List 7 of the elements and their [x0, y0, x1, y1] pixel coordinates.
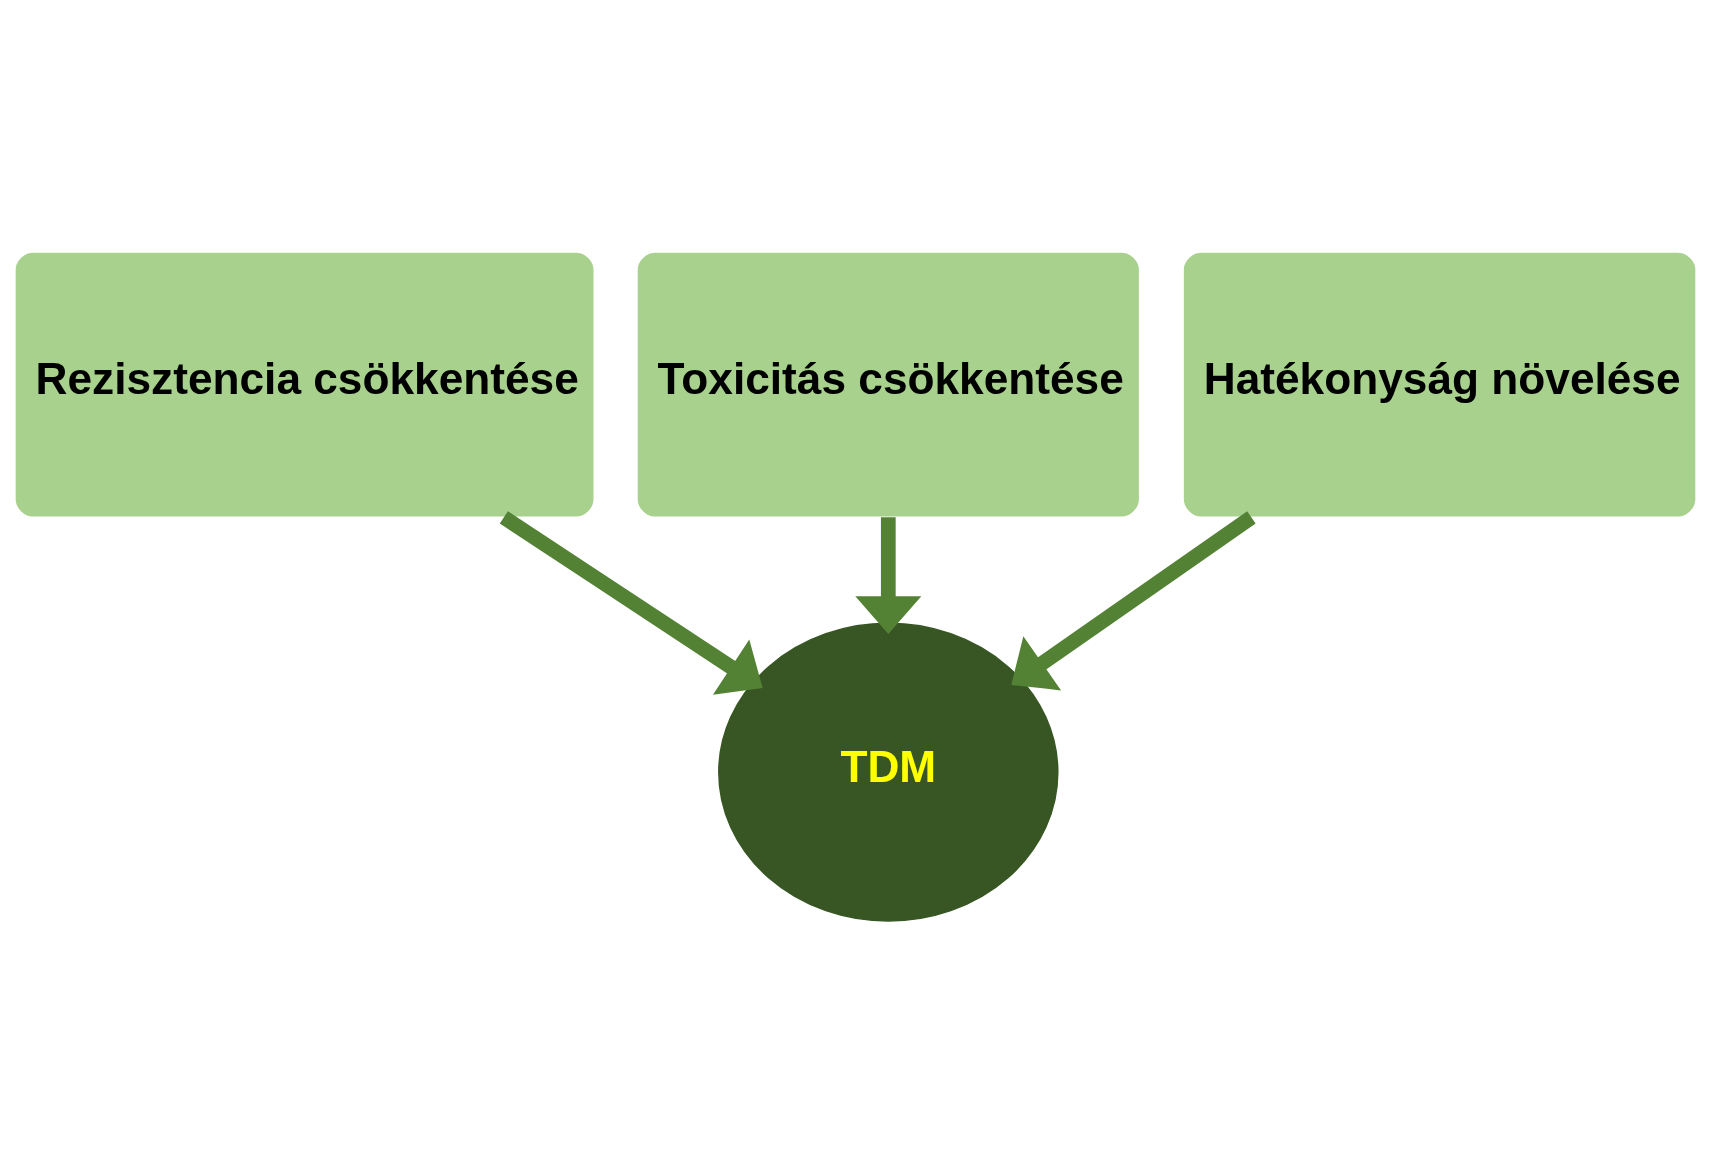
node-box: Toxicitás csökkentése [636, 250, 1141, 518]
node-ellipse: TDM [718, 622, 1059, 922]
node-box: Hatékonyság növelése [1182, 250, 1697, 518]
arrow [1011, 510, 1256, 690]
arrow [855, 516, 922, 634]
arrow [499, 510, 763, 695]
node-box: Rezisztencia csökkentése [14, 250, 595, 518]
